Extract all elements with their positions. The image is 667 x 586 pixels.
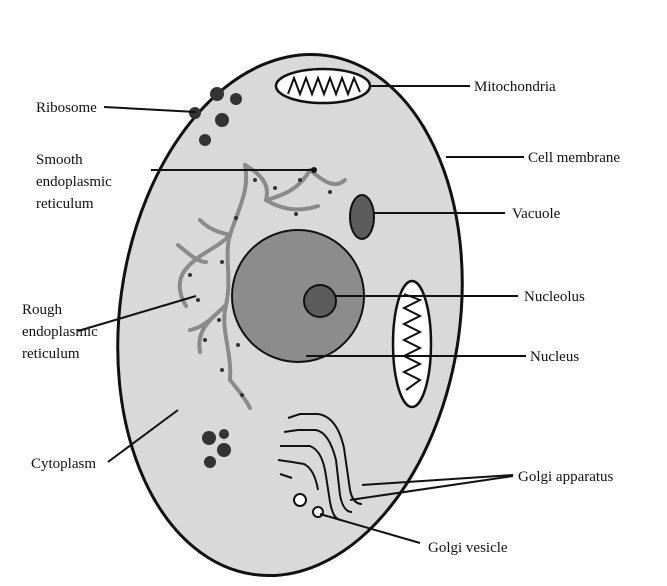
label-mitochondria: Mitochondria — [474, 79, 556, 95]
label-rough-er-line2: endoplasmic — [22, 324, 98, 340]
mitochondrion-top — [274, 67, 372, 105]
label-smooth-er-line2: endoplasmic — [36, 174, 112, 190]
label-smooth-er: Smooth endoplasmic reticulum — [36, 152, 116, 212]
label-golgi-apparatus: Golgi apparatus — [518, 469, 614, 485]
ribosome-cluster-top — [189, 87, 242, 146]
mitochondrion-right — [391, 279, 433, 409]
leader-lines — [77, 85, 526, 544]
label-rough-er: Rough endoplasmic reticulum — [22, 302, 102, 362]
label-nucleolus: Nucleolus — [524, 289, 585, 305]
label-smooth-er-line1: Smooth — [36, 152, 83, 168]
label-smooth-er-line3: reticulum — [36, 196, 94, 212]
label-golgi-vesicle: Golgi vesicle — [428, 540, 508, 556]
label-rough-er-line1: Rough — [22, 302, 63, 318]
label-rough-er-line3: reticulum — [22, 346, 80, 362]
nucleolus-shape — [303, 284, 337, 318]
vacuole-shape — [349, 194, 375, 240]
label-cytoplasm: Cytoplasm — [31, 456, 96, 472]
label-nucleus: Nucleus — [530, 349, 579, 365]
ribosome-cluster-bottom — [202, 429, 231, 468]
label-vacuole: Vacuole — [512, 206, 561, 222]
golgi-apparatus-shape — [277, 413, 363, 521]
label-cell-membrane: Cell membrane — [528, 150, 620, 166]
label-ribosome: Ribosome — [36, 100, 97, 116]
